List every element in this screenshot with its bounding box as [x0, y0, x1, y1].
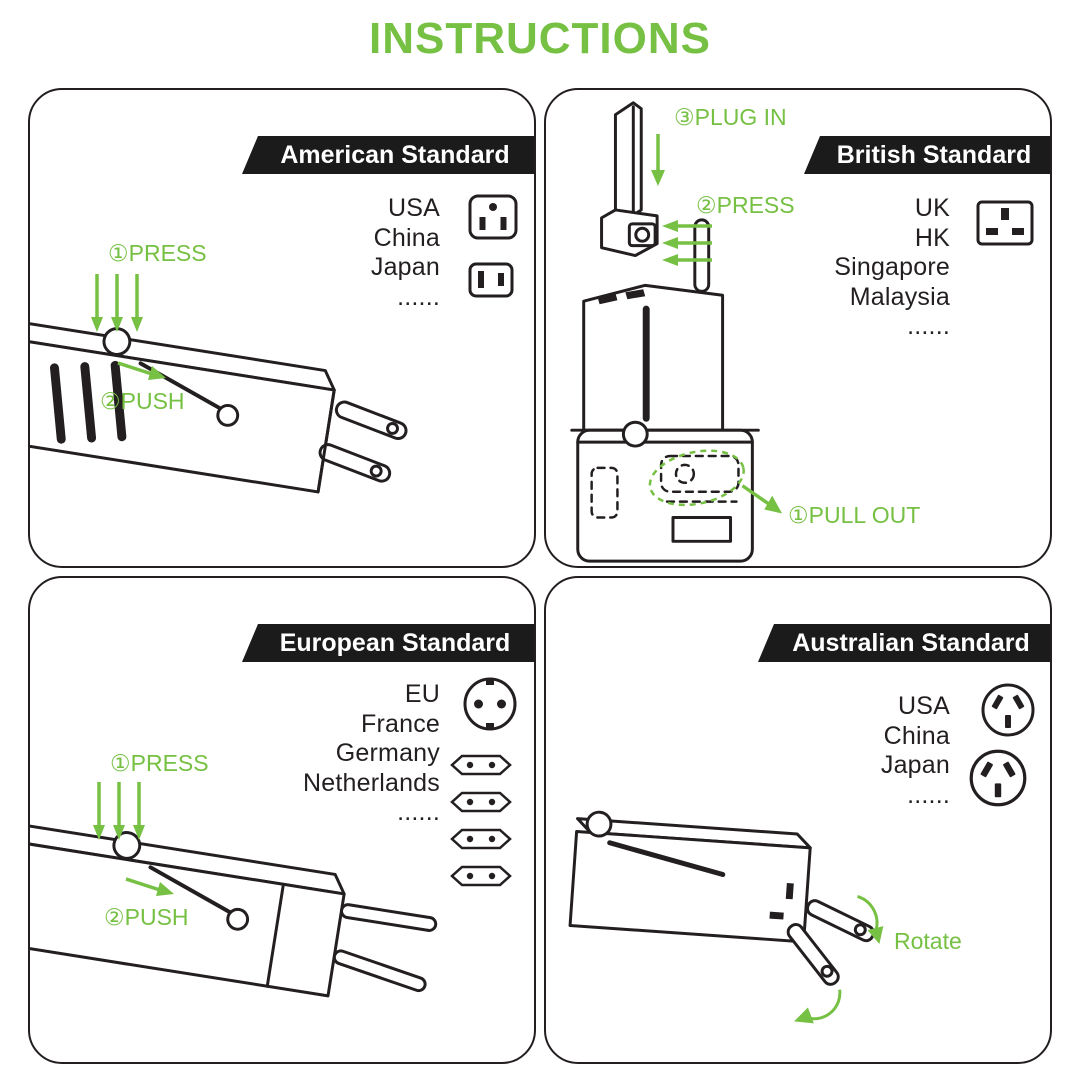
- eu-round-socket-icon: [463, 677, 517, 731]
- country-label: EU: [404, 680, 440, 708]
- plug-in-step-label: ③PLUG IN: [674, 104, 787, 130]
- country-label: ......: [397, 282, 440, 311]
- european-country-list: EU France Germany Netherlands ......: [303, 680, 440, 828]
- panel-grid: American Standard USA China Japan ......…: [28, 88, 1052, 1064]
- country-label: Netherlands: [302, 768, 440, 797]
- us-outlet-3pin-icon: [468, 194, 518, 240]
- panel-british-header-label: British Standard: [836, 140, 1032, 169]
- push-step-label: ②PUSH: [100, 388, 185, 414]
- panel-british: British Standard UK HK Singapore Malaysi…: [544, 88, 1052, 568]
- country-label: Japan: [370, 253, 440, 281]
- country-label: USA: [387, 194, 440, 222]
- country-label: China: [883, 721, 950, 750]
- europlug-icon: [450, 791, 512, 813]
- country-label: ......: [907, 780, 950, 809]
- country-label: USA: [897, 692, 950, 720]
- country-label: China: [373, 223, 440, 252]
- panel-british-header: British Standard: [804, 136, 1050, 174]
- pull-out-step-label: ①PULL OUT: [788, 502, 921, 528]
- europlug-icon: [450, 865, 512, 887]
- panel-american: American Standard USA China Japan ......…: [28, 88, 536, 568]
- country-label: HK: [914, 223, 950, 252]
- europlug-icon: [450, 828, 512, 850]
- press-step-label: ①PRESS: [108, 240, 207, 266]
- us-outlet-2pin-icon: [468, 262, 514, 298]
- country-label: ......: [907, 312, 950, 340]
- country-label: France: [360, 709, 440, 738]
- au-socket-icon: [969, 749, 1027, 807]
- american-country-list: USA China Japan ......: [371, 194, 440, 312]
- au-socket-icon: [981, 683, 1035, 737]
- panel-european-header-label: European Standard: [279, 628, 511, 657]
- panel-american-header: American Standard: [242, 136, 534, 174]
- panel-australian-header: Australian Standard: [758, 624, 1050, 662]
- australian-country-list: USA China Japan ......: [881, 692, 950, 810]
- push-arrow-icon: [117, 361, 166, 380]
- press-arrows-icon: [93, 782, 145, 840]
- country-label: Japan: [880, 751, 950, 779]
- country-label: ......: [397, 798, 440, 826]
- country-label: Malaysia: [849, 282, 950, 311]
- plug-in-arrow-icon: [651, 134, 665, 186]
- europlug-icon-list: [450, 754, 512, 887]
- page-title: INSTRUCTIONS: [369, 14, 711, 63]
- push-arrow-icon: [125, 877, 174, 896]
- europlug-icon: [450, 754, 512, 776]
- panel-american-header-label: American Standard: [280, 140, 510, 169]
- country-label: Germany: [335, 739, 440, 767]
- panel-european-header: European Standard: [242, 624, 534, 662]
- panel-australian: Australian Standard USA China Japan ....…: [544, 576, 1052, 1064]
- press-arrows-icon: [91, 274, 143, 332]
- press-step-label: ②PRESS: [696, 192, 795, 218]
- rotate-step-label: Rotate: [894, 928, 962, 954]
- uk-socket-icon: [976, 200, 1034, 246]
- country-label: UK: [914, 194, 950, 222]
- panel-european: European Standard EU France Germany Neth…: [28, 576, 536, 1064]
- press-step-label: ①PRESS: [110, 750, 209, 776]
- push-step-label: ②PUSH: [104, 904, 189, 930]
- british-country-list: UK HK Singapore Malaysia ......: [834, 194, 950, 342]
- press-arrows-icon: [662, 220, 712, 266]
- country-label: Singapore: [834, 253, 950, 281]
- panel-australian-header-label: Australian Standard: [792, 628, 1030, 657]
